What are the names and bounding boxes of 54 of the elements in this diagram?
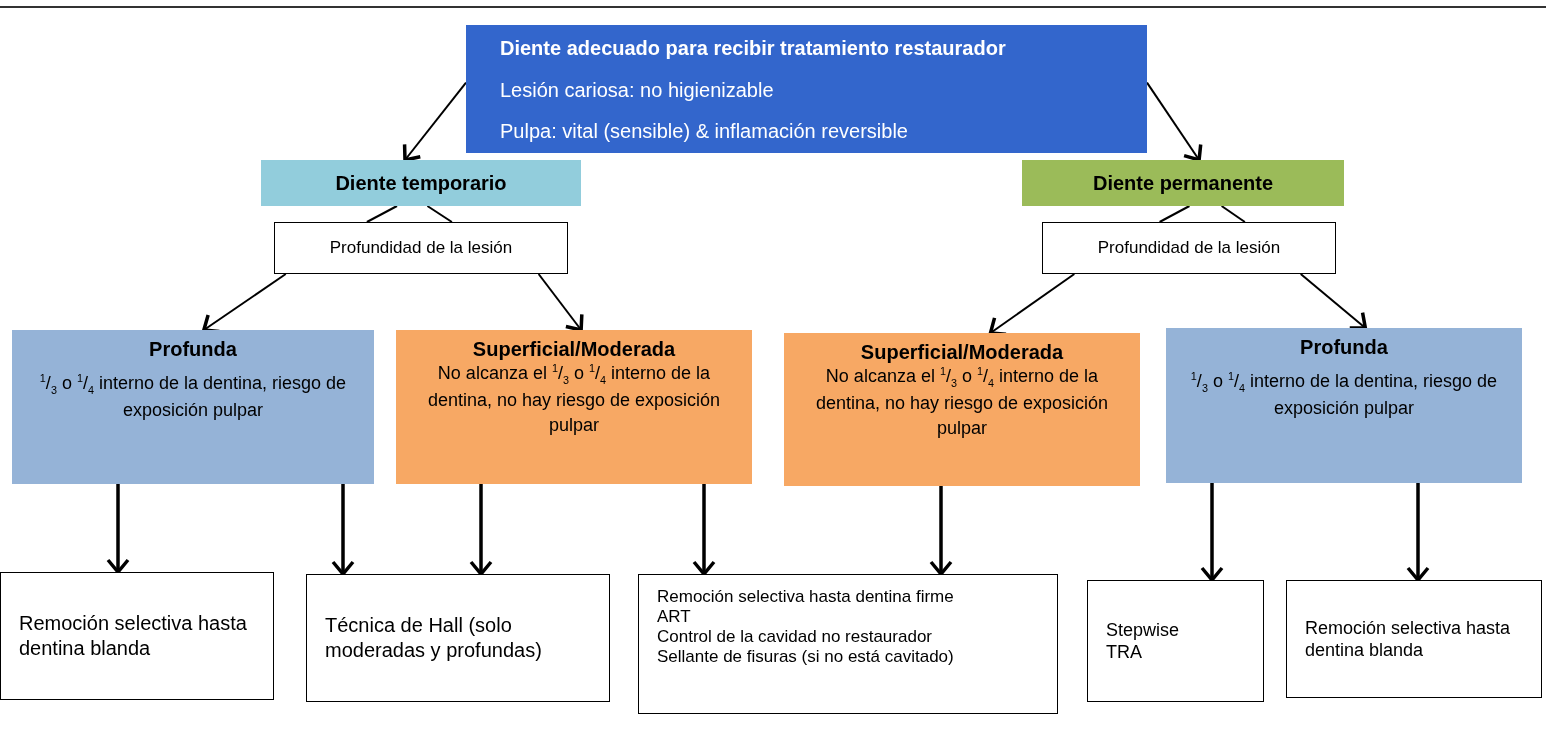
category-box xyxy=(261,160,581,206)
box-text: $^{1}$/$_{3}$ o $^{1}$/$_{4}$ interno de la dentina, riesgo de exposición pulpar xyxy=(1189,369,1499,420)
treatment-box xyxy=(306,574,610,702)
box-text: Stepwise xyxy=(1106,618,1181,641)
box-text: Lesión cariosa: no higienizable xyxy=(500,78,775,102)
box-text: Remoción selectiva hasta dentina firme xyxy=(657,587,955,607)
box-text: Diente adecuado para recibir tratamiento restaurador xyxy=(500,37,1007,60)
arrow xyxy=(469,484,493,576)
treatment-box xyxy=(638,574,1058,714)
arrow xyxy=(1146,81,1203,162)
box-text: TRA xyxy=(1106,641,1143,664)
arrow xyxy=(1299,273,1368,330)
treatment-box xyxy=(0,572,274,700)
box-heading: Superficial/Moderada xyxy=(860,341,1064,364)
depth-box xyxy=(396,330,752,484)
box-text: Sellante de fisuras (si no está cavitado) xyxy=(657,646,955,667)
treatment-box xyxy=(1286,580,1542,698)
depth-box xyxy=(12,330,374,484)
connector-line xyxy=(365,205,398,223)
connector-line xyxy=(426,205,453,223)
box-text: Control de la cavidad no restaurador xyxy=(657,626,933,647)
box-heading: Superficial/Moderada xyxy=(472,338,676,361)
connector-line xyxy=(1220,205,1246,223)
box-text: Remoción selectiva hasta dentina blanda xyxy=(19,611,248,661)
box-heading: Profunda xyxy=(149,338,237,361)
box-text: Técnica de Hall (solo moderadas y profundas) xyxy=(325,613,543,663)
treatment-box xyxy=(1087,580,1264,702)
box-text: No alcanza el $^{1}$/$_{3}$ o $^{1}$/$_{4}$ interno de la dentina, no hay riesgo de exposición pulpar xyxy=(426,361,722,437)
arrow xyxy=(106,484,130,574)
connector-line xyxy=(1158,205,1191,223)
depth-box xyxy=(784,333,1140,486)
question-box xyxy=(274,222,568,274)
arrow xyxy=(537,273,584,332)
arrow xyxy=(1200,483,1224,582)
box-text: Diente permanente xyxy=(1092,171,1274,195)
box-text: Profundidad de la lesión xyxy=(328,238,514,258)
arrow xyxy=(1406,483,1430,582)
box-text: $^{1}$/$_{3}$ o $^{1}$/$_{4}$ interno de la dentina, riesgo de exposición pulpar xyxy=(38,371,348,422)
box-heading: Profunda xyxy=(1300,336,1388,359)
box-text: Profundidad de la lesión xyxy=(1096,238,1282,258)
category-box xyxy=(1022,160,1344,206)
criteria-box xyxy=(466,25,1147,153)
arrow xyxy=(331,484,355,576)
arrow xyxy=(988,273,1076,336)
depth-box xyxy=(1166,328,1522,483)
question-box xyxy=(1042,222,1336,274)
arrow xyxy=(929,486,953,576)
arrow xyxy=(402,81,467,162)
box-text: Diente temporario xyxy=(335,171,507,195)
box-text: Remoción selectiva hasta dentina blanda xyxy=(1305,616,1512,662)
arrow xyxy=(692,484,716,576)
box-text: ART xyxy=(657,606,692,627)
box-text: No alcanza el $^{1}$/$_{3}$ o $^{1}$/$_{4}$ interno de la dentina, no hay riesgo de exposición pulpar xyxy=(814,364,1110,440)
box-text: Pulpa: vital (sensible) & inflamación reversible xyxy=(500,120,909,143)
